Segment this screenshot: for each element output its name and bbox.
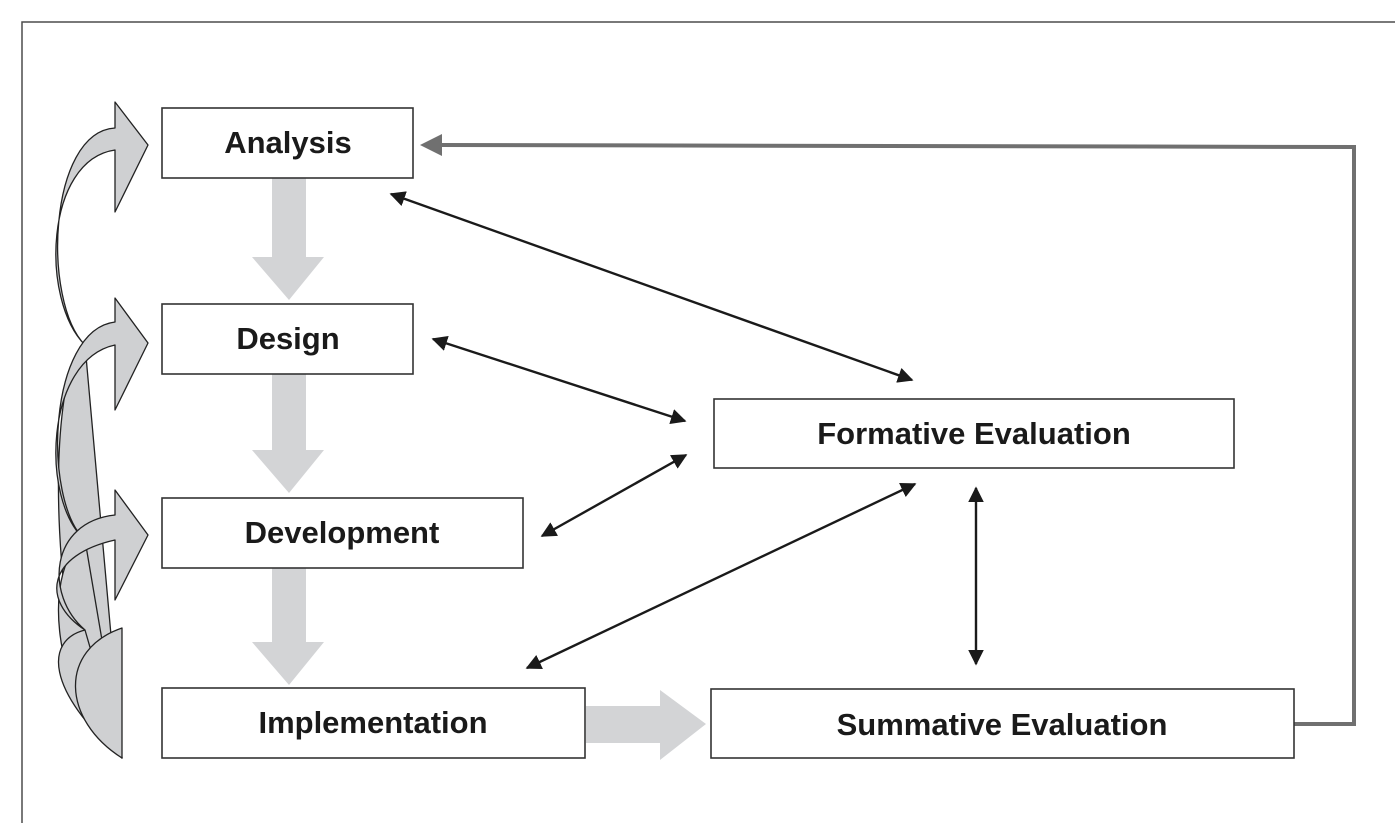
loop-arrow-base [74,627,123,759]
formative-evaluation-box: Formative Evaluation [713,398,1235,469]
implementation-box: Implementation [161,687,586,759]
summative-evaluation-box: Summative Evaluation [710,688,1295,759]
design-box: Design [161,303,414,375]
iteration-loop-arrows [55,101,149,759]
flow-arrow-development-to-implementation [252,568,324,685]
analysis-box: Analysis [161,107,414,179]
link-analysis-formative [389,191,914,383]
design-label: Design [236,321,339,356]
formative-links [389,191,984,670]
analysis-label: Analysis [224,125,352,160]
development-label: Development [245,515,440,550]
implementation-label: Implementation [258,705,487,740]
development-box: Development [161,497,524,569]
link-implementation-formative [525,482,917,670]
phase-flow-arrows [252,178,706,760]
summative-feedback-line [439,143,1356,726]
link-development-formative [540,453,688,538]
summative-feedback-arrowhead [420,134,442,156]
link-design-formative [431,335,687,425]
formative-evaluation-label: Formative Evaluation [817,416,1131,451]
flow-arrow-design-to-development [252,374,324,493]
diagram-frame [21,21,1395,823]
flow-arrow-analysis-to-design [252,178,324,300]
flow-arrow-implementation-to-summative [586,690,706,760]
summative-evaluation-label: Summative Evaluation [837,707,1168,742]
